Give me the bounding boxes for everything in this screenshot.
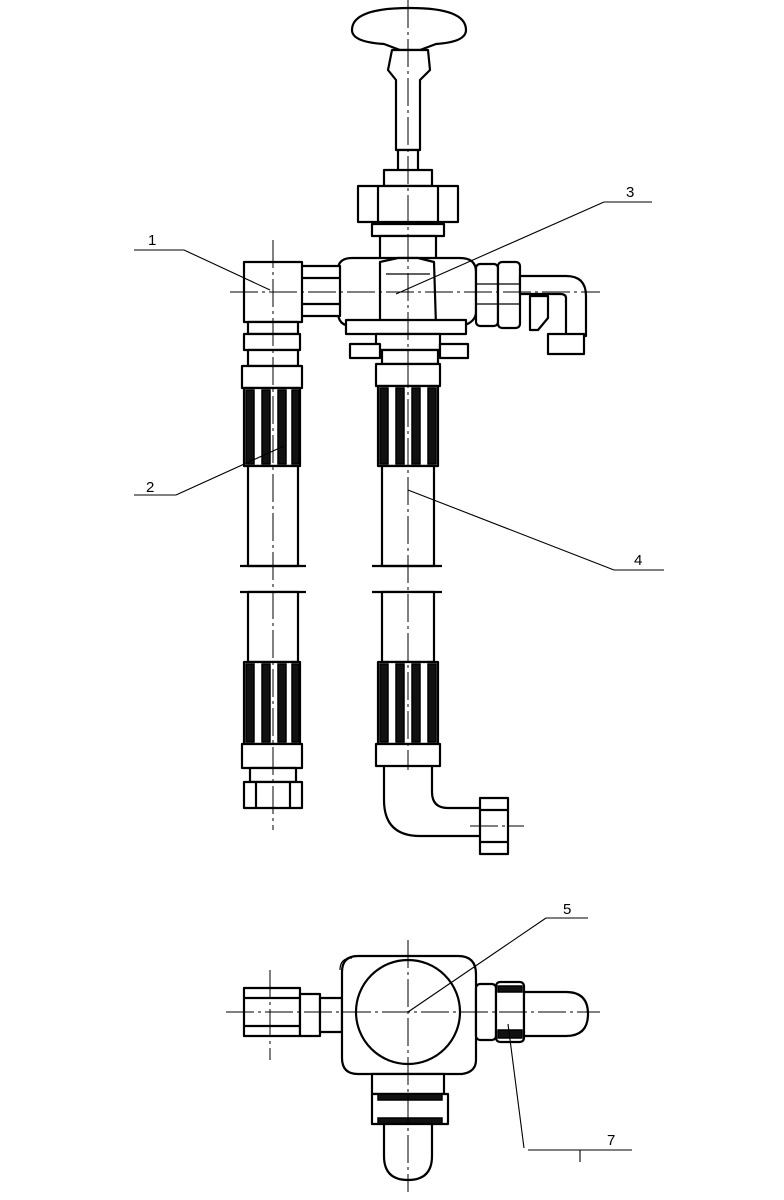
valve-body: [298, 256, 478, 366]
right-side-fitting: [474, 260, 588, 356]
callout-5: 5: [407, 901, 588, 1013]
callouts: 1 2 3 4 5 7: [134, 184, 664, 1162]
callout-4-label: 4: [634, 552, 642, 569]
right-hose-assembly: [372, 362, 510, 856]
callout-2: 2: [134, 445, 285, 496]
t-handle: [350, 6, 468, 188]
bottom-view: [226, 940, 600, 1192]
callout-7: 7: [507, 1023, 632, 1162]
callout-3: 3: [395, 184, 652, 295]
callout-4: 4: [407, 489, 664, 571]
center-lines-top: [230, 0, 600, 830]
callout-1: 1: [134, 232, 271, 291]
callout-5-label: 5: [563, 901, 571, 918]
callout-7-label: 7: [607, 1132, 615, 1149]
callout-3-label: 3: [626, 184, 634, 201]
callout-1-label: 1: [148, 232, 156, 249]
callout-2-label: 2: [146, 479, 154, 496]
